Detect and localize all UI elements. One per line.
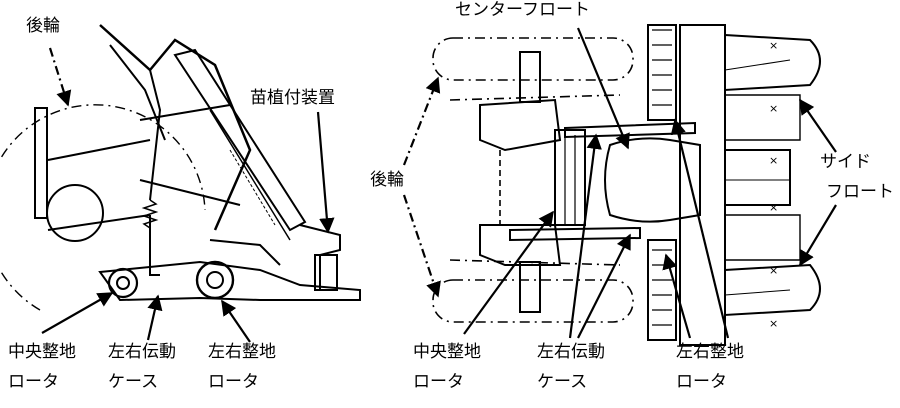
label-side-rotor-left-line1: 左右整地 — [208, 342, 276, 362]
label-side-float-line2: フロート — [826, 182, 894, 202]
cross-mark: × — [769, 201, 779, 214]
side-view — [0, 24, 361, 311]
cross-mark: × — [769, 317, 779, 330]
label-side-rotor-right-line2: ロータ — [676, 372, 727, 392]
plan-view — [432, 24, 821, 346]
label-seedling-planter: 苗植付装置 — [250, 88, 335, 108]
label-rear-wheel-left: 後輪 — [26, 16, 60, 36]
cross-mark: × — [769, 39, 779, 52]
label-rear-wheel-right: 後輪 — [370, 170, 404, 190]
label-gear-case-left-line2: ケース — [108, 372, 159, 392]
cross-mark: × — [769, 264, 779, 277]
label-center-float: センターフロート — [455, 0, 590, 20]
label-gear-case-right-line1: 左右伝動 — [537, 342, 605, 362]
cross-mark: × — [769, 102, 779, 115]
label-gear-case-left-line1: 左右伝動 — [108, 342, 176, 362]
side-view-arrows — [41, 47, 335, 343]
label-side-float-line1: サイド — [820, 152, 871, 172]
label-side-rotor-right-line1: 左右整地 — [676, 342, 744, 362]
label-center-rotor-right-line2: ロータ — [413, 372, 464, 392]
label-center-rotor-left-line2: ロータ — [8, 372, 59, 392]
label-center-rotor-right-line1: 中央整地 — [413, 342, 481, 362]
cross-mark: × — [769, 154, 779, 167]
plan-view-arrows — [402, 27, 837, 339]
label-center-rotor-left-line1: 中央整地 — [8, 342, 76, 362]
label-side-rotor-left-line2: ロータ — [208, 372, 259, 392]
label-gear-case-right-line2: ケース — [537, 372, 588, 392]
